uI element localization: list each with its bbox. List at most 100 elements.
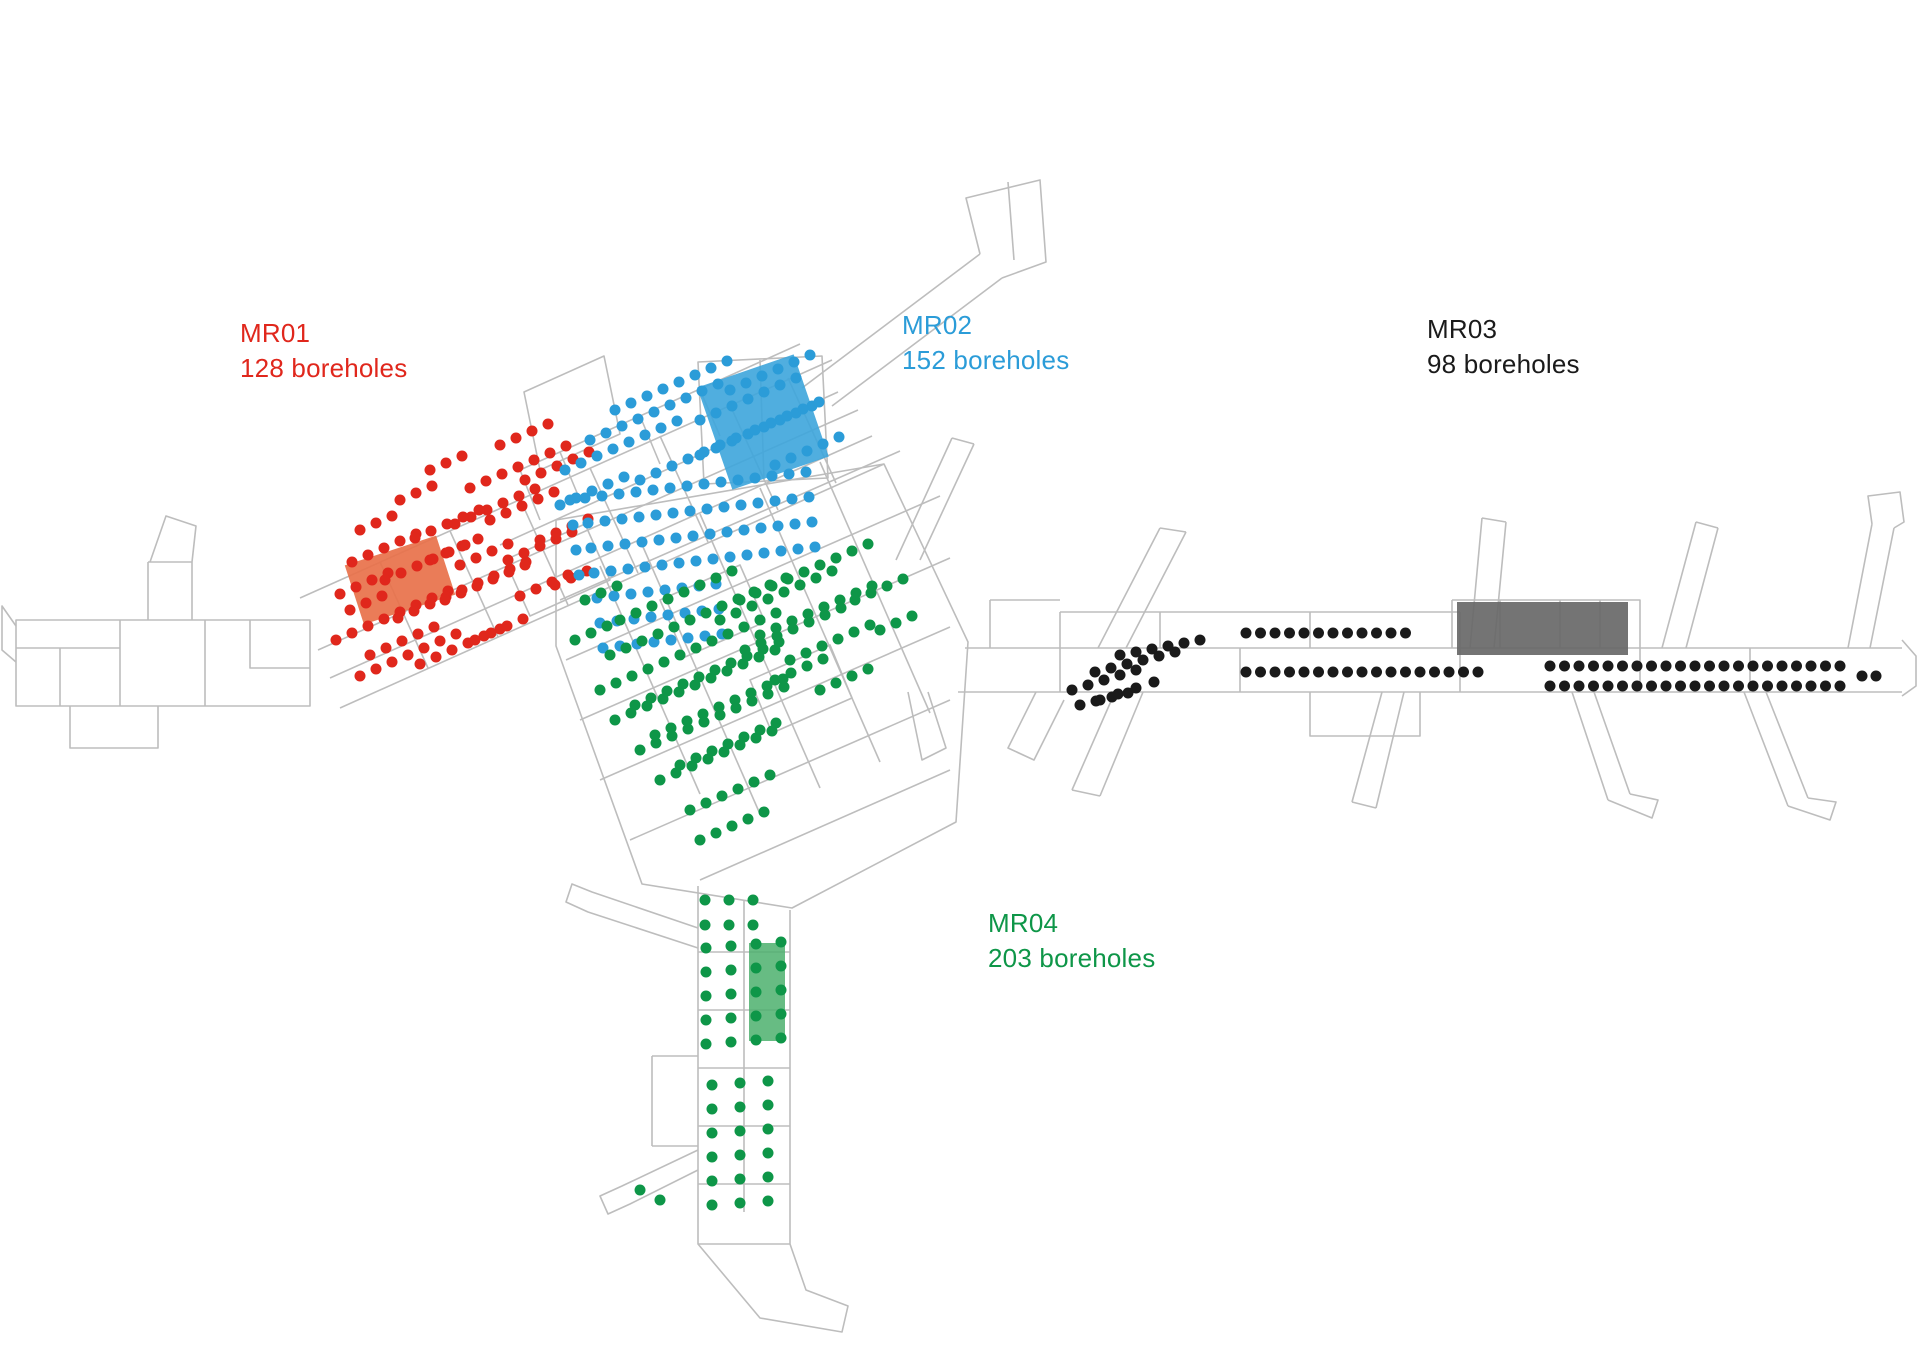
borehole-dot xyxy=(800,466,812,478)
borehole-dot xyxy=(713,701,725,713)
borehole-dot xyxy=(706,1175,718,1187)
tunnel-path xyxy=(149,515,197,563)
tunnel-path xyxy=(1007,691,1065,761)
tunnel-path xyxy=(1661,521,1719,649)
borehole-dot xyxy=(480,475,492,487)
borehole-dot xyxy=(1255,627,1266,639)
borehole-dot xyxy=(772,520,784,532)
borehole-dot xyxy=(697,708,709,720)
borehole-dot xyxy=(699,919,711,931)
tunnel-path xyxy=(697,355,829,485)
borehole-dot xyxy=(430,651,442,663)
borehole-dot xyxy=(797,403,809,415)
borehole-dot xyxy=(496,468,508,480)
tunnel-path xyxy=(1351,691,1405,809)
borehole-dot xyxy=(424,598,436,610)
tunnel-path xyxy=(519,343,801,521)
borehole-dot xyxy=(650,737,662,749)
borehole-dot xyxy=(1313,666,1324,678)
tunnel-path xyxy=(1743,691,1837,821)
borehole-dot xyxy=(370,517,382,529)
borehole-dot xyxy=(642,663,654,675)
borehole-dot xyxy=(1122,687,1134,699)
borehole-dot xyxy=(455,587,467,599)
borehole-dot xyxy=(762,1123,774,1135)
borehole-dot xyxy=(689,369,701,381)
tunnel-path xyxy=(15,619,311,707)
borehole-dot xyxy=(1675,680,1686,692)
borehole-dot xyxy=(650,467,662,479)
borehole-dot xyxy=(789,518,801,530)
borehole-dot xyxy=(633,511,645,523)
borehole-dot xyxy=(778,586,790,598)
borehole-dot xyxy=(771,630,783,642)
borehole-dot xyxy=(706,635,718,647)
borehole-dot xyxy=(609,714,621,726)
borehole-dot xyxy=(749,472,761,484)
borehole-dot xyxy=(732,474,744,486)
borehole-dot xyxy=(1747,680,1759,692)
borehole-dot xyxy=(762,1195,774,1207)
borehole-dot xyxy=(582,517,594,529)
borehole-dot xyxy=(687,530,699,542)
borehole-dot xyxy=(402,649,414,661)
borehole-dot xyxy=(1675,660,1686,672)
borehole-dot xyxy=(1327,627,1339,639)
borehole-dot xyxy=(801,445,813,457)
borehole-dot xyxy=(529,483,541,495)
borehole-dot xyxy=(770,607,782,619)
borehole-dot xyxy=(694,834,706,846)
borehole-dot xyxy=(724,551,736,563)
tunnel-path xyxy=(651,1055,698,1147)
tunnel-path xyxy=(907,691,947,761)
borehole-dot xyxy=(693,671,705,683)
borehole-dot xyxy=(700,607,712,619)
borehole-dot xyxy=(1689,660,1701,672)
borehole-dot xyxy=(362,549,374,561)
borehole-dot xyxy=(682,723,694,735)
borehole-dot xyxy=(1559,660,1570,672)
borehole-dot xyxy=(588,567,600,579)
tunnel-path xyxy=(801,253,981,389)
borehole-dot xyxy=(734,1149,746,1161)
borehole-dot xyxy=(710,827,722,839)
tunnel-path xyxy=(16,620,310,706)
borehole-dot xyxy=(706,1079,718,1091)
borehole-dot xyxy=(1114,669,1126,681)
borehole-dot xyxy=(619,538,631,550)
borehole-dot xyxy=(1429,666,1440,678)
borehole-dot xyxy=(1074,699,1086,711)
borehole-dot xyxy=(726,565,738,577)
borehole-dot xyxy=(1400,627,1411,639)
borehole-dot xyxy=(734,1125,746,1137)
borehole-dot xyxy=(517,613,529,625)
borehole-dot xyxy=(1313,627,1324,639)
borehole-dot xyxy=(611,580,623,592)
borehole-dot xyxy=(754,629,766,641)
borehole-dot xyxy=(726,400,738,412)
borehole-dot xyxy=(425,525,437,537)
borehole-dot xyxy=(725,988,737,1000)
borehole-dot xyxy=(677,678,689,690)
borehole-dot xyxy=(386,656,398,668)
borehole-dot xyxy=(798,566,810,578)
borehole-dot xyxy=(730,607,742,619)
borehole-dot xyxy=(833,431,845,443)
borehole-dot xyxy=(1130,646,1142,658)
borehole-dot xyxy=(734,1077,746,1089)
borehole-dot xyxy=(1356,627,1368,639)
tunnel-path xyxy=(559,450,901,601)
borehole-dot xyxy=(775,1008,787,1020)
borehole-dot xyxy=(1660,660,1672,672)
borehole-dot xyxy=(622,563,634,575)
borehole-dot xyxy=(570,544,582,556)
borehole-dot xyxy=(608,590,620,602)
borehole-dot xyxy=(673,557,685,569)
borehole-dot xyxy=(408,605,420,617)
borehole-dot xyxy=(1298,666,1310,678)
borehole-dot xyxy=(330,634,342,646)
borehole-dot xyxy=(569,634,581,646)
borehole-dot xyxy=(762,1099,774,1111)
borehole-dot xyxy=(443,546,455,558)
